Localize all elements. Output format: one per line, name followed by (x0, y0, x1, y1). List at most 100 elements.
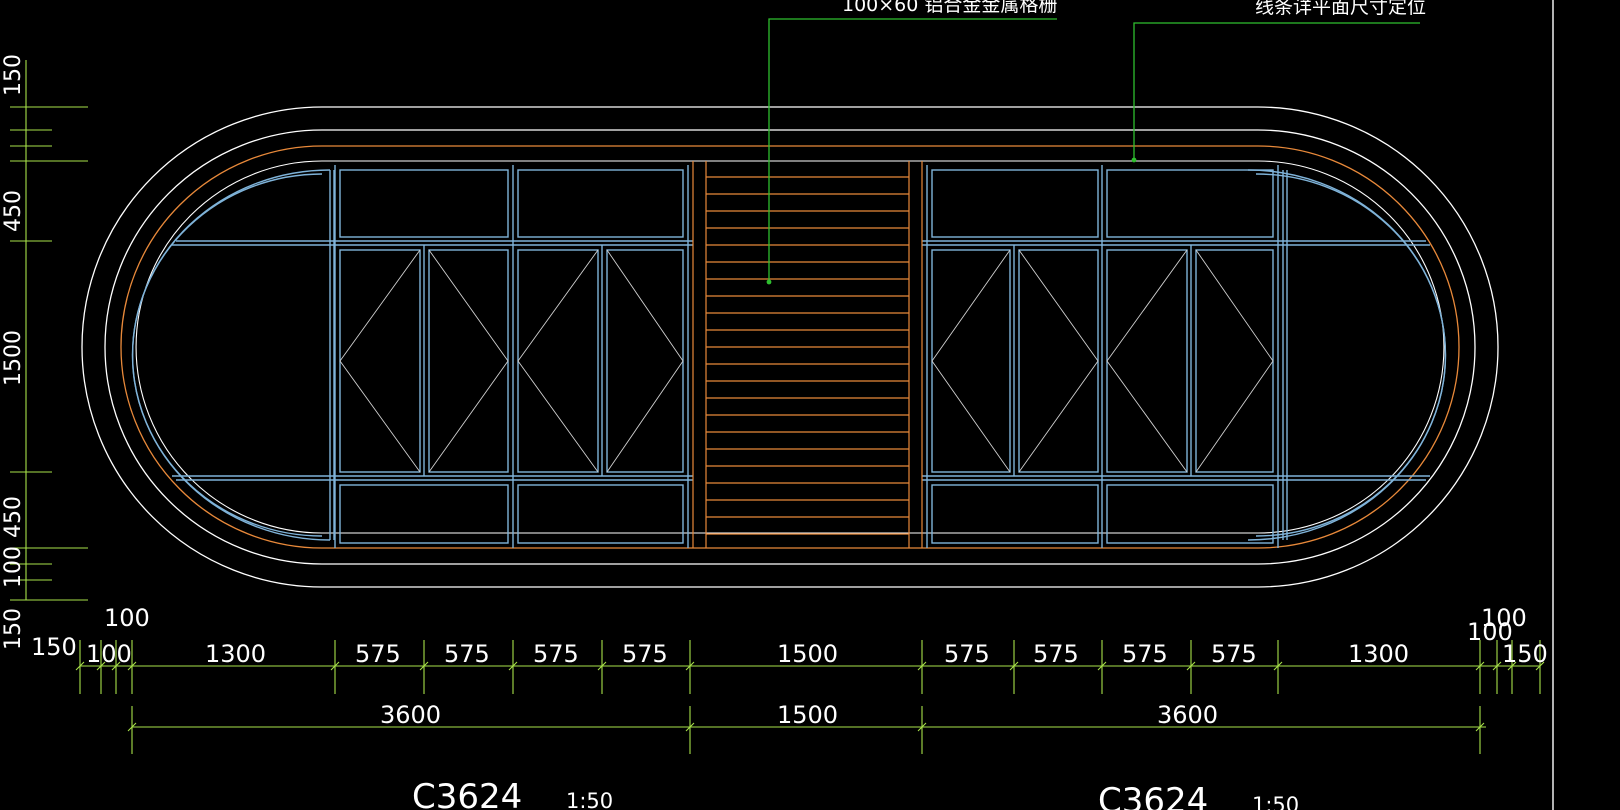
hdim-label-575-l3: 575 (533, 640, 579, 668)
left-sash-4 (606, 249, 684, 473)
grille-note-dot (766, 279, 772, 285)
left-sash-2 (428, 249, 509, 473)
vertical-dimension-chain (10, 60, 88, 601)
position-note-text: 线条详平面尺寸定位 (1255, 0, 1426, 18)
right-sash-3-diagonal (1106, 249, 1188, 473)
dimension-tick-mark (917, 722, 927, 732)
grille-note-leader (768, 18, 1057, 282)
hdim-label-3600-left: 3600 (380, 701, 441, 729)
hdim-label-575-r3: 575 (1122, 640, 1168, 668)
left-top-panel-2 (517, 169, 684, 238)
vdim-label-450-bottom: 450 (1, 496, 26, 538)
hdim-label-100-left: 100 (86, 640, 132, 668)
hdim-label-3600-right: 3600 (1157, 701, 1218, 729)
hdim-ticks (75, 640, 1545, 754)
right-drawing-scale: 1:50 (1252, 793, 1299, 810)
dimension-tick-mark (1535, 661, 1545, 671)
hdim-label-100-left-top: 100 (104, 604, 150, 632)
dimension-tick-mark (1507, 661, 1517, 671)
left-drawing-title: C3624 (412, 777, 522, 810)
dimension-tick-mark (1492, 661, 1502, 671)
hdim-label-575-l2: 575 (444, 640, 490, 668)
vdim-label-150-top: 150 (1, 54, 26, 96)
left-sash-1-diagonal (339, 249, 421, 473)
hdim-label-1300-right: 1300 (1348, 640, 1409, 668)
hdim-label-575-r1: 575 (944, 640, 990, 668)
hdim-label-150-right: 150 (1502, 640, 1548, 668)
right-top-panel-2 (1106, 169, 1274, 238)
drawing-titles: C3624 1:50 C3624 1:50 (412, 777, 1299, 810)
right-top-panel-1 (931, 169, 1099, 238)
vdim-label-450-top: 450 (1, 190, 26, 232)
outer-outline-1 (81, 106, 1499, 588)
left-drawing-scale: 1:50 (566, 789, 613, 810)
dimension-tick-mark (1475, 661, 1485, 671)
outer-outline-group (81, 106, 1499, 588)
dimension-tick-mark (597, 661, 607, 671)
hdim-label-150-left: 150 (31, 633, 77, 661)
left-bottom-panel-1 (339, 484, 509, 544)
opening-indicators (339, 249, 1274, 473)
horizontal-dimension-labels: 150 100 100 1300 575 575 575 575 1500 57… (31, 604, 1548, 729)
hdim-label-575-l4: 575 (622, 640, 668, 668)
left-bottom-panel-2 (517, 484, 684, 544)
left-sash-3-diagonal (517, 249, 599, 473)
left-sash-1 (339, 249, 421, 473)
window-frames (131, 165, 1447, 548)
left-arc-glass-inner (131, 173, 323, 537)
dimension-tick-mark (508, 661, 518, 671)
outer-outline-2 (104, 129, 1476, 565)
left-sash-3 (517, 249, 599, 473)
hdim-label-575-l1: 575 (355, 640, 401, 668)
right-drawing-title: C3624 (1098, 781, 1208, 810)
annotation-leaders (768, 18, 1420, 282)
dimension-tick-mark (111, 661, 121, 671)
right-sash-1-diagonal (931, 249, 1011, 473)
right-bottom-panel-2 (1106, 484, 1274, 544)
dimension-tick-mark (1097, 661, 1107, 671)
vertical-dimension-labels: 150 450 1500 450 100 150 (1, 54, 26, 650)
right-sash-2 (1018, 249, 1099, 473)
dimension-tick-mark (127, 722, 137, 732)
vdim-label-150-bottom: 150 (1, 608, 26, 650)
dimension-tick-mark (1186, 661, 1196, 671)
right-arc-glass-inner (1255, 173, 1447, 537)
dimension-tick-mark (419, 661, 429, 671)
grille-bars (706, 176, 909, 535)
grille-note-text: 100×60 铝合金金属格栅 (842, 0, 1057, 16)
dimension-tick-mark (1273, 661, 1283, 671)
left-sash-2-diagonal (428, 249, 509, 473)
dimension-tick-mark (917, 661, 927, 671)
right-sash-3 (1106, 249, 1188, 473)
hdim-label-575-r4: 575 (1211, 640, 1257, 668)
dimension-tick-mark (75, 661, 85, 671)
hdim-label-575-r2: 575 (1033, 640, 1079, 668)
horizontal-dimension-chain (75, 640, 1545, 754)
frame-outline-orange (120, 145, 1460, 549)
dimension-tick-mark (1475, 722, 1485, 732)
hdim-label-1500-center: 1500 (777, 640, 838, 668)
position-note-leader (1133, 22, 1420, 160)
right-sash-4-diagonal (1195, 249, 1274, 473)
dimension-tick-mark (1009, 661, 1019, 671)
dimension-tick-mark (127, 661, 137, 671)
right-sash-4 (1195, 249, 1274, 473)
dimension-tick-mark (96, 661, 106, 671)
center-grille (692, 161, 923, 548)
left-top-panel-1 (339, 169, 509, 238)
dimension-tick-mark (330, 661, 340, 671)
hdim-label-1300-left: 1300 (205, 640, 266, 668)
hdim-label-1500-row2: 1500 (777, 701, 838, 729)
hdim-label-100-right-low: 100 (1467, 618, 1513, 646)
position-note-dot (1131, 157, 1137, 163)
right-sash-1 (931, 249, 1011, 473)
right-bottom-panel-1 (931, 484, 1099, 544)
left-sash-4-diagonal (606, 249, 684, 473)
vdim-label-100: 100 (1, 546, 26, 588)
right-sash-2-diagonal (1018, 249, 1099, 473)
dimension-tick-mark (685, 661, 695, 671)
vdim-label-1500: 1500 (1, 330, 26, 386)
hdim-label-100-right-top: 100 (1481, 604, 1527, 632)
dimension-tick-mark (685, 722, 695, 732)
